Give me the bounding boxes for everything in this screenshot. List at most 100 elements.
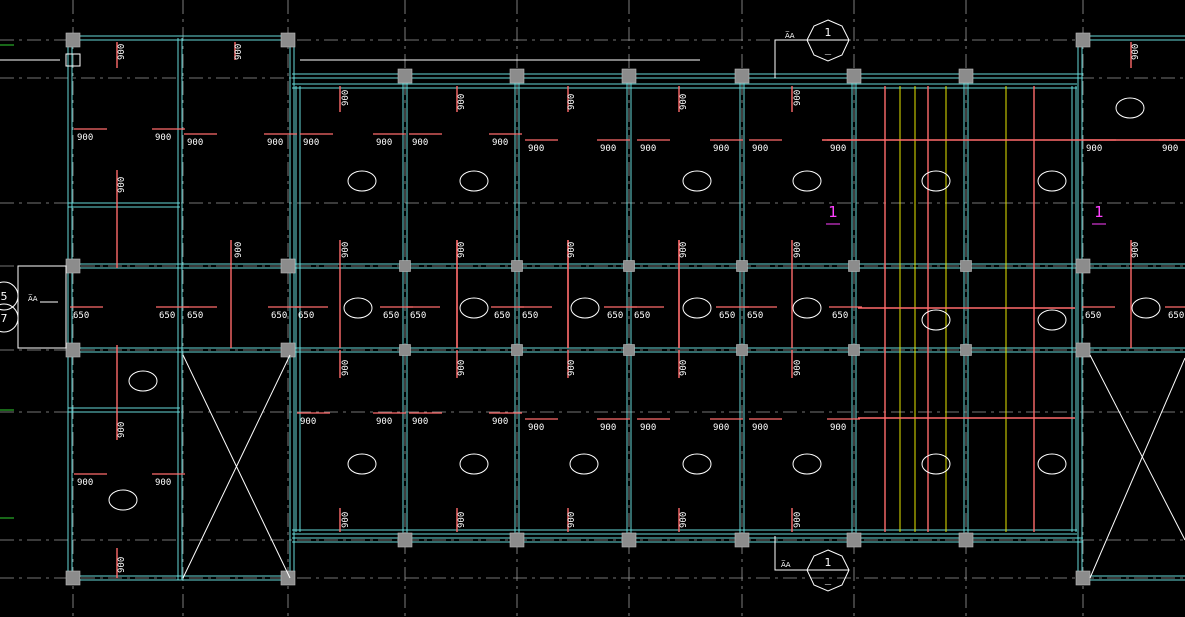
rebar-label-vertical: 900 — [793, 360, 803, 376]
rebar-label-vertical: 900 — [234, 44, 244, 60]
insertion-marker — [65, 53, 81, 67]
rebar-label-vertical: 900 — [567, 94, 577, 110]
column-marker — [848, 344, 860, 356]
rebar-label-vertical: 900 — [117, 177, 127, 193]
column-marker — [399, 344, 411, 356]
rebar-label-vertical: 900 — [793, 90, 803, 106]
rebar-label-vertical: 900 — [1131, 242, 1141, 258]
rebar-label: 900 — [187, 138, 203, 148]
rebar-label-vertical: 900 — [457, 360, 467, 376]
rebar-label-vertical: 900 — [341, 360, 351, 376]
rebar-label-vertical: 900 — [1131, 44, 1141, 60]
magenta-mark-1: 1 — [828, 203, 838, 221]
opening-ellipse — [921, 309, 951, 331]
magenta-mark-2: 1 — [1094, 203, 1104, 221]
column-marker — [511, 344, 523, 356]
column-marker — [65, 258, 81, 274]
rebar-label-vertical: 900 — [457, 94, 467, 110]
column-marker — [280, 32, 296, 48]
rebar-label: 900 — [492, 417, 508, 427]
rebar-label: 900 — [376, 138, 392, 148]
rebar-label: 650 — [832, 311, 848, 321]
rebar-label: 900 — [830, 423, 846, 433]
rebar-label-vertical: 900 — [679, 512, 689, 528]
rebar-label-vertical: 900 — [679, 94, 689, 110]
rebar-label: 900 — [600, 423, 616, 433]
opening-ellipse — [682, 297, 712, 319]
opening-ellipse — [682, 453, 712, 475]
rebar-labels: 900 900 900 900 900 900 900 900 900 900 900 900 900 9… — [70, 44, 1185, 573]
rebar-label-vertical: 900 — [234, 242, 244, 258]
column-marker — [509, 68, 525, 84]
opening-ellipse — [347, 170, 377, 192]
section-mark-top-sub: — — [825, 50, 832, 58]
column-marker — [846, 532, 862, 548]
rebar-label: 900 — [77, 133, 93, 143]
rebar-label: 650 — [271, 311, 287, 321]
opening-ellipse — [921, 453, 951, 475]
rebar-label-vertical: 900 — [457, 512, 467, 528]
opening-ellipse — [792, 297, 822, 319]
rebar-label: 900 — [303, 138, 319, 148]
column-marker — [621, 68, 637, 84]
opening-ellipse — [1131, 297, 1161, 319]
section-mark-bottom-sub: — — [825, 580, 832, 588]
column-marker — [1075, 342, 1091, 358]
column-marker — [280, 570, 296, 586]
left-axis-marker: 5 7 A̅A — [0, 265, 67, 349]
column-marker — [397, 68, 413, 84]
rebar-label: 650 — [634, 311, 650, 321]
rebar-label: 900 — [640, 423, 656, 433]
rebar-label: 900 — [640, 144, 656, 154]
rebar-label-vertical: 900 — [457, 242, 467, 258]
column-markers — [65, 32, 1091, 586]
column-marker — [960, 344, 972, 356]
rebar-label: 900 — [267, 138, 283, 148]
opening-ellipse — [1037, 453, 1067, 475]
rebar-label-vertical: 900 — [117, 422, 127, 438]
stair-cross-right — [1089, 354, 1185, 579]
rebar-label: 650 — [747, 311, 763, 321]
rebar-label: 900 — [528, 144, 544, 154]
rebar-label: 900 — [528, 423, 544, 433]
opening-ellipse — [569, 453, 599, 475]
rebar-label: 650 — [187, 311, 203, 321]
section-mark-bottom: 1 — A̅A — [774, 536, 850, 592]
rebar-label-vertical: 900 — [567, 360, 577, 376]
column-marker — [65, 342, 81, 358]
rebar-label: 900 — [1086, 144, 1102, 154]
opening-ellipse — [347, 453, 377, 475]
rebar-label: 900 — [752, 423, 768, 433]
section-mark-top-side: A̅A — [785, 31, 795, 40]
opening-ellipse — [459, 170, 489, 192]
rebar-label: 650 — [410, 311, 426, 321]
column-marker — [960, 260, 972, 272]
opening-ellipse — [128, 370, 158, 392]
rebar-label: 900 — [412, 138, 428, 148]
rebar-label: 650 — [159, 311, 175, 321]
left-marker-label: A̅A — [28, 294, 38, 303]
rebar-label-vertical: 900 — [679, 242, 689, 258]
opening-ellipse — [792, 170, 822, 192]
rebar-label: 650 — [298, 311, 314, 321]
rebar-label: 900 — [376, 417, 392, 427]
rebar-label: 900 — [752, 144, 768, 154]
rebar-label: 900 — [412, 417, 428, 427]
rebar-label: 900 — [713, 423, 729, 433]
rebar-label: 900 — [713, 144, 729, 154]
column-marker — [397, 532, 413, 548]
column-marker — [1075, 32, 1091, 48]
opening-ellipse — [1037, 170, 1067, 192]
column-marker — [846, 68, 862, 84]
rebar-label: 650 — [383, 311, 399, 321]
rebar-label: 650 — [494, 311, 510, 321]
opening-ellipse — [921, 170, 951, 192]
rebar-label-vertical: 900 — [793, 242, 803, 258]
rebar-label-vertical: 900 — [567, 242, 577, 258]
column-marker — [280, 342, 296, 358]
rebar-label: 900 — [77, 478, 93, 488]
opening-ellipse — [1037, 309, 1067, 331]
opening-ellipse — [792, 453, 822, 475]
rebar-label: 900 — [300, 417, 316, 427]
